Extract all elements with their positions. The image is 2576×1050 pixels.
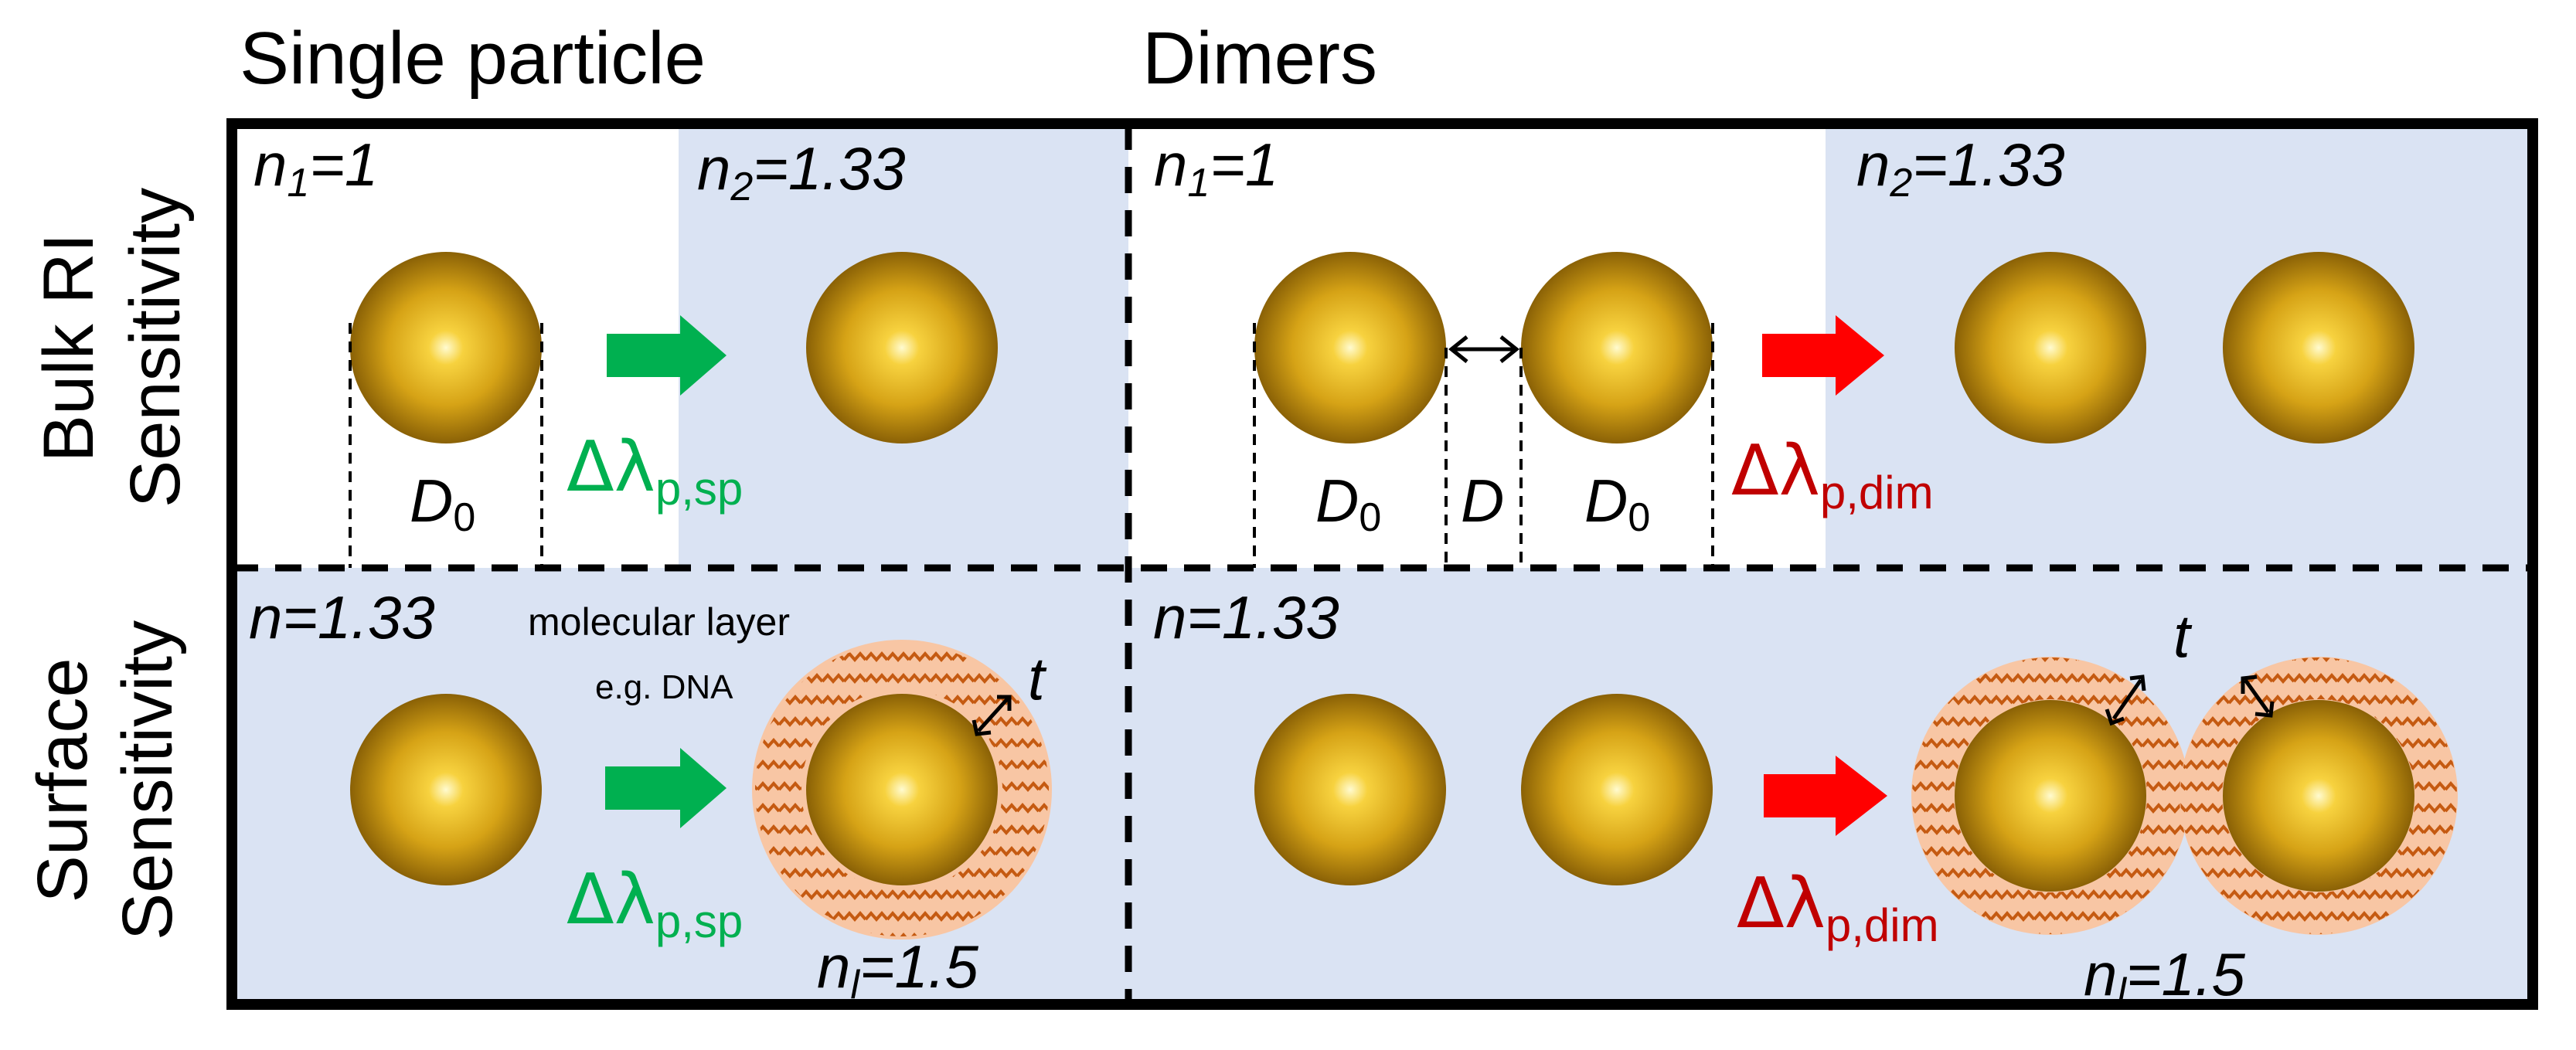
surface-single-shift-label: Δλp,sp [567,859,743,947]
surface-single-nl-label: nl=1.5 [817,933,979,1008]
header-single-particle: Single particle [240,17,706,100]
molecular-shell-zigzag [755,643,1049,936]
bulk-single-n2-label: n2=1.33 [697,134,906,209]
surface-dimer-thickness-arrows [2105,675,2275,726]
bulk-dimer-d0-left-label: D0 [1315,467,1381,540]
bulk-dimer-particle-right-after [2223,252,2414,443]
surface-dimer-n-label: n=1.33 [1153,583,1339,651]
bulk-single-green-arrow [607,315,727,396]
bulk-dimer-particle-left-before [1254,252,1446,443]
surface-dimer-core-left [1955,700,2146,892]
bulk-dimer-particle-right-before [1521,252,1713,443]
bulk-single-d0-guides [349,323,543,568]
bulk-dimer-gap-label: D [1461,467,1504,535]
surface-single-t-label: t [1028,644,1047,712]
surface-single-green-arrow [605,748,727,828]
bulk-dimer-particle-left-after [1955,252,2146,443]
gap-double-arrow [1448,335,1520,363]
row-label-surface-line1: Surface [23,658,102,902]
bulk-dimer-n2-label: n2=1.33 [1856,131,2065,206]
bulk-dimer-guides [1253,323,1714,568]
surface-dimer-t-label: t [2173,602,2193,670]
gold-particle-core [806,694,998,885]
row-label-surface-line2: Sensitivity [108,620,187,940]
bulk-single-d0-label: D0 [410,467,475,540]
figure-frame [226,118,2538,1010]
molecular-shell-zigzag [2180,658,2457,934]
header-dimers: Dimers [1142,17,1377,100]
row-label-bulk-line1: Bulk RI [29,233,108,463]
surface-single-particle-before [350,694,542,885]
row-label-surface: Surface Sensitivity [23,620,187,940]
surface-dimer-shift-label: Δλp,dim [1737,863,1939,951]
surface-single-coated-particle [752,640,1052,940]
surface-dimer-particle-left-before [1254,694,1446,885]
bulk-dimer-shift-label: Δλp,dim [1731,430,1934,518]
molecular-layer-label: molecular layer [528,600,790,644]
bulk-single-shift-label: Δλp,sp [567,426,743,515]
bulk-dimer-blue-region [1826,124,2533,568]
molecular-shell-zigzag [1912,658,2189,934]
row-label-bulk-line2: Sensitivity [116,188,195,508]
surface-single-thickness-arrow [972,695,1012,736]
bulk-single-particle-before [350,252,542,443]
surface-dimer-nl-label: nl=1.5 [2084,940,2246,1015]
surface-dimer-core-right [2223,700,2414,892]
bulk-dimer-d0-right-label: D0 [1584,467,1650,540]
surface-dimer-particle-right-before [1521,694,1713,885]
surface-single-n-label: n=1.33 [249,583,435,651]
surface-dimer-red-arrow [1764,756,1887,836]
row-label-bulk: Bulk RI Sensitivity [29,188,195,508]
eg-dna-label: e.g. DNA [595,668,733,706]
bulk-dimer-red-arrow [1762,315,1884,396]
bulk-single-n1-label: n1=1 [254,131,378,206]
bulk-single-particle-after [806,252,998,443]
bulk-dimer-n1-label: n1=1 [1154,131,1278,206]
